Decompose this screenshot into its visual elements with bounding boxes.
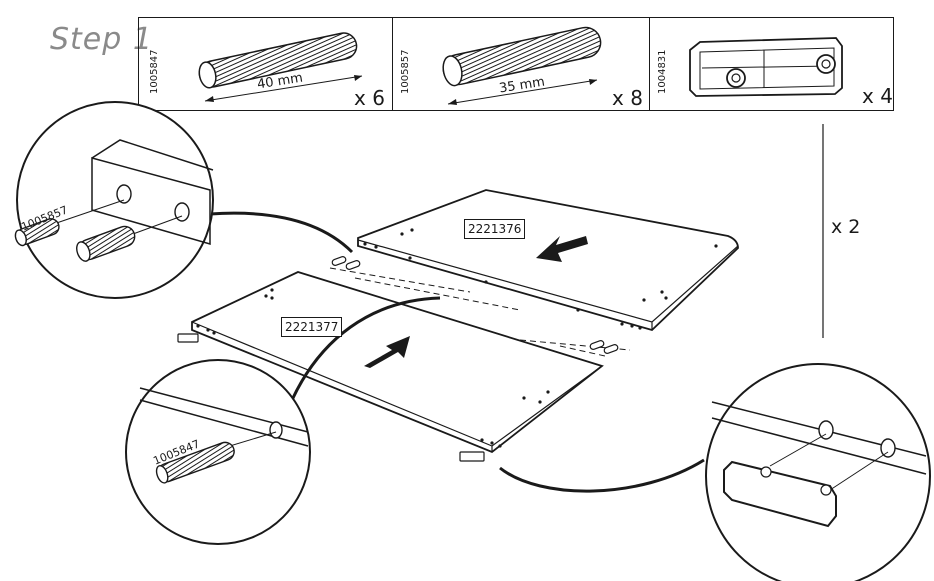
- part-quantity: x 8: [612, 86, 643, 110]
- panel-label: 2221377: [281, 317, 343, 337]
- panel-label: 2221376: [464, 219, 526, 239]
- callout-dowel-1005847: [125, 359, 311, 545]
- part-1005857: 1005857 35 mm x 8: [392, 18, 649, 110]
- slide-arrow-icon: [536, 236, 588, 262]
- part-1004831: 1004831 x 4: [649, 18, 893, 110]
- slide-arrow-icon: [364, 336, 410, 368]
- part-quantity: x 4: [862, 84, 893, 108]
- parts-divider: [392, 18, 393, 110]
- dowel-35mm-icon: [442, 26, 602, 105]
- dowel-guides: [329, 256, 631, 357]
- callout-bracket: [705, 363, 931, 581]
- part-quantity: x 6: [354, 86, 385, 110]
- dowel-40mm-icon: [198, 32, 363, 102]
- parts-list: 1005847 40 mm x 6 1005857 35 mm x 8 1004…: [138, 17, 894, 111]
- callout-leaders: [209, 211, 705, 493]
- part-1005847: 1005847 40 mm x 6: [139, 18, 392, 110]
- corner-bracket-icon: [177, 333, 485, 462]
- parts-divider: [649, 18, 650, 110]
- callout-dowel-1005857: [14, 101, 214, 299]
- step-title: Step 1: [50, 22, 153, 57]
- connector-bracket-icon: [689, 37, 843, 97]
- repeat-label: x 2: [831, 216, 861, 238]
- panel-2221376: [357, 189, 739, 332]
